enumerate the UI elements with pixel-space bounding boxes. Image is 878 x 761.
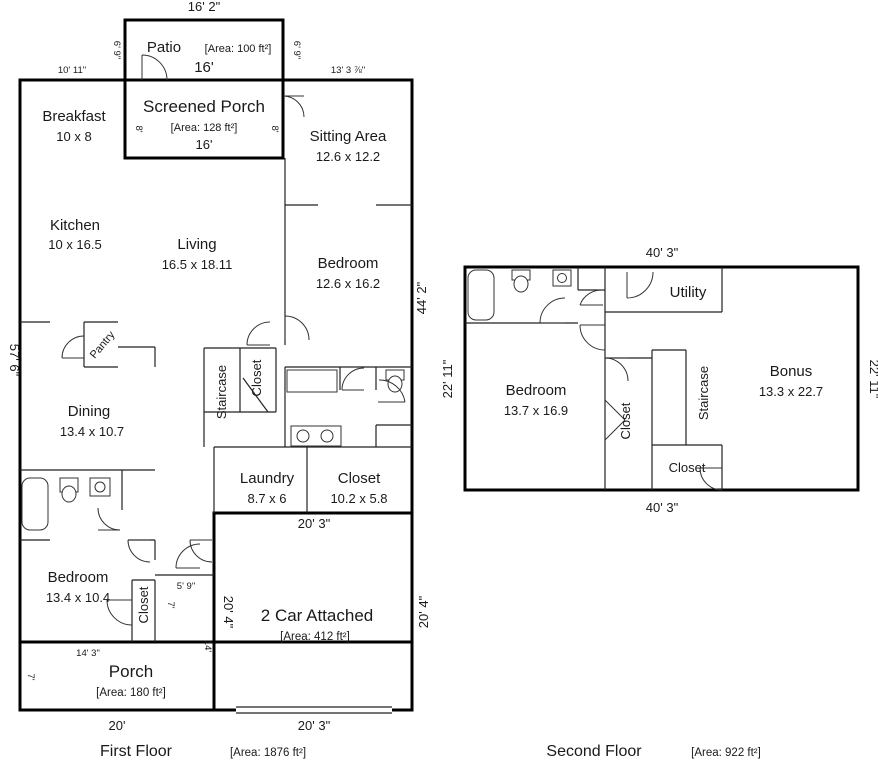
kitchen-label: Kitchen: [50, 217, 100, 234]
kitchen-size: 10 x 16.5: [48, 237, 102, 252]
second-bedroom-label: Bedroom: [506, 382, 567, 399]
dim-screened-right: 8': [269, 125, 280, 132]
second-floor-walls: [463, 265, 860, 492]
dim-second-left: 22' 11": [440, 359, 455, 398]
patio-area: [Area: 100 ft²]: [205, 43, 272, 55]
dining-size: 13.4 x 10.7: [60, 424, 124, 439]
sitting-area-label: Sitting Area: [310, 128, 387, 145]
garage-left-dim: 20' 4": [221, 596, 236, 629]
second-floor-title: Second Floor: [546, 743, 642, 760]
dining-label: Dining: [68, 403, 111, 420]
porch-label: Porch: [109, 662, 153, 681]
dim-second-bottom: 40' 3": [646, 500, 679, 515]
second-closet-a-label: Closet: [618, 402, 633, 439]
first-floor-title: First Floor: [100, 743, 173, 760]
closet-main-label: Closet: [338, 470, 381, 487]
bedroom-1-label: Bedroom: [318, 255, 379, 272]
first-floor-fixtures: [21, 369, 405, 531]
dim-hall-width: 5' 9": [177, 581, 195, 592]
bonus-label: Bonus: [770, 363, 813, 380]
dim-porch-right: 14': [202, 640, 213, 653]
bedroom-1-size: 12.6 x 16.2: [316, 276, 380, 291]
bathtub-icon: [467, 269, 495, 321]
dim-left-side: 57' 6": [7, 344, 22, 377]
dim-porch-side: 7': [25, 673, 36, 680]
utility-label: Utility: [670, 284, 707, 301]
closet-bed2-label: Closet: [136, 586, 151, 623]
laundry-size: 8.7 x 6: [247, 491, 286, 506]
laundry-label: Laundry: [240, 470, 295, 487]
dim-patio-left: 6' 9": [111, 41, 122, 59]
dim-screened-left: 8': [133, 125, 144, 132]
patio-width: 16': [194, 59, 214, 76]
screened-porch-width: 16': [196, 137, 213, 152]
garage-bottom-dim: 20' 3": [298, 718, 331, 733]
second-bedroom-size: 13.7 x 16.9: [504, 403, 568, 418]
dim-second-top: 40' 3": [646, 245, 679, 260]
dim-second-right: 22' 11": [867, 360, 878, 399]
sitting-area-size: 12.6 x 12.2: [316, 149, 380, 164]
dim-hall-depth: 7': [165, 601, 176, 608]
porch-area: [Area: 180 ft²]: [96, 687, 166, 699]
dim-patio-right: 6' 9": [291, 41, 302, 59]
first-floor-partitions: [20, 158, 412, 642]
screened-porch-outline: [123, 78, 285, 160]
breakfast-label: Breakfast: [42, 108, 106, 125]
staircase-label: Staircase: [214, 365, 229, 419]
bathtub-icon: [286, 369, 338, 393]
dim-porch-bottom: 20': [109, 718, 126, 733]
garage-top-dim: 20' 3": [298, 516, 331, 531]
patio-label: Patio: [147, 39, 181, 56]
closet-main-size: 10.2 x 5.8: [330, 491, 387, 506]
second-floor-labels: 40' 3" 40' 3" 22' 11" 22' 11" Utility Bo…: [440, 245, 878, 760]
first-floor-doors: [61, 54, 406, 626]
bathtub-icon: [21, 477, 49, 531]
dim-top-left: 10' 11": [58, 65, 86, 76]
first-floor-walls: [18, 18, 414, 714]
garage-label: 2 Car Attached: [261, 606, 373, 625]
door-icon: [141, 54, 168, 81]
living-size: 16.5 x 18.11: [162, 257, 233, 272]
garage-right-dim: 20' 4": [416, 595, 431, 628]
screened-porch-label: Screened Porch: [143, 97, 265, 116]
dim-top-right: 13' 3 ⅞": [331, 65, 365, 76]
second-floor-area: [Area: 922 ft²]: [691, 747, 761, 759]
second-closet-b-label: Closet: [669, 460, 706, 475]
living-label: Living: [177, 236, 216, 253]
second-floor-doors: [539, 271, 723, 491]
bedroom-2-label: Bedroom: [48, 569, 109, 586]
first-floor-outline: [18, 78, 414, 644]
dim-top-patio: 16' 2": [188, 0, 221, 14]
second-floor-outline: [463, 265, 860, 492]
closet-stair-label: Closet: [249, 359, 264, 396]
second-staircase-label: Staircase: [696, 366, 711, 420]
bonus-size: 13.3 x 22.7: [759, 384, 823, 399]
dim-right-side: 44' 2": [414, 281, 429, 314]
bedroom-2-size: 13.4 x 10.4: [46, 590, 110, 605]
screened-porch-area: [Area: 128 ft²]: [171, 122, 238, 134]
breakfast-size: 10 x 8: [56, 129, 91, 144]
second-floor-fixtures: [467, 269, 572, 321]
dim-porch-top: 14' 3": [76, 648, 100, 659]
garage-area: [Area: 412 ft²]: [280, 631, 350, 643]
first-floor-area: [Area: 1876 ft²]: [230, 747, 306, 759]
pantry-label: Pantry: [88, 329, 118, 361]
first-floor-labels: 16' 2" 10' 11" 13' 3 ⅞" 6' 9" 6' 9" 57' …: [7, 0, 431, 760]
